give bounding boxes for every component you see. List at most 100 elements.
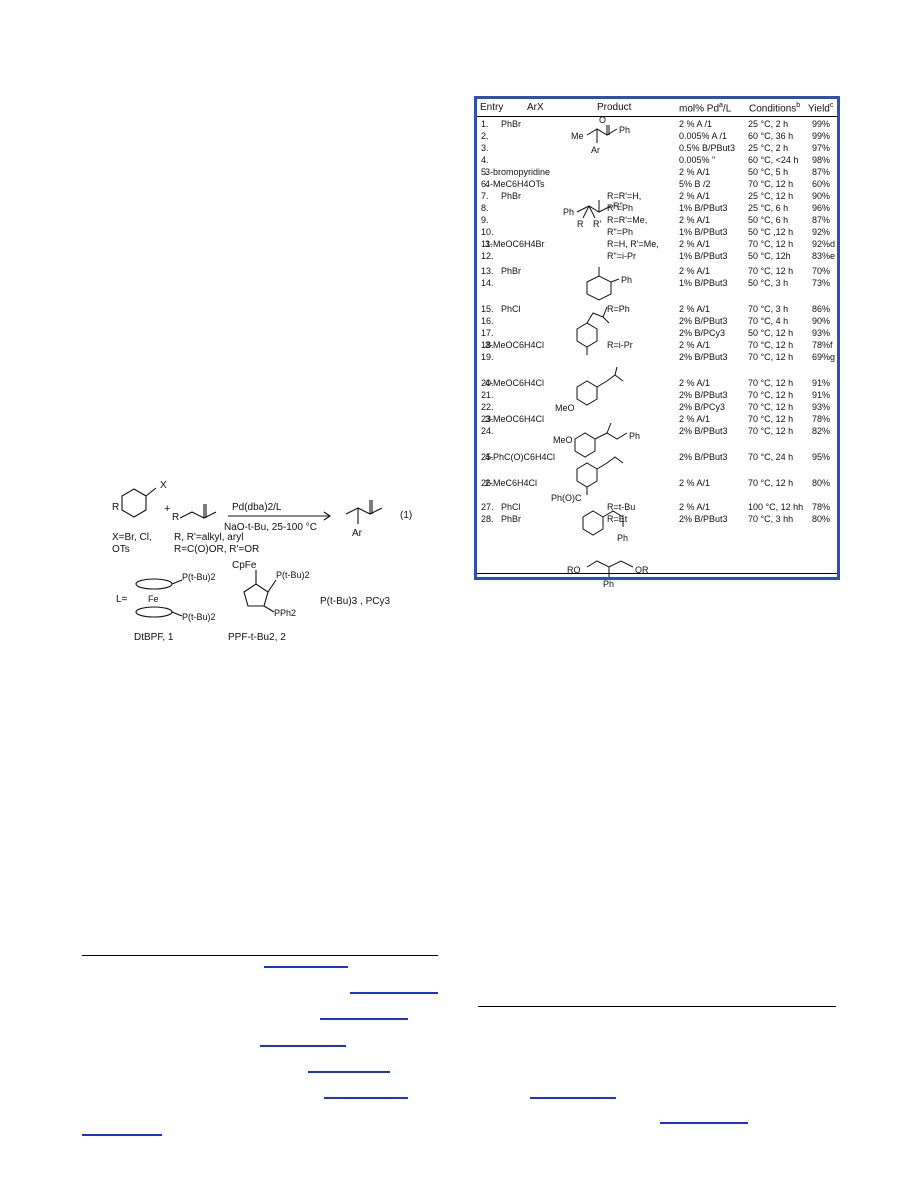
scheme-ppf-ptbu2: P(t-Bu)2 (276, 570, 310, 580)
row-conditions: 70 °C, 12 h (748, 266, 794, 276)
scheme-ppf: PPF-t-Bu2, 2 (228, 632, 286, 643)
row-entry: 10. (481, 227, 494, 237)
row-catalyst: 1% B/PBut3 (679, 203, 728, 213)
row-conditions: 60 °C, <24 h (748, 155, 799, 165)
row-entry: 14. (481, 278, 494, 288)
row-yield: 82% (812, 426, 831, 436)
header-yield: Yieldc (808, 102, 834, 115)
row-catalyst: 2 % A/1 (679, 414, 711, 424)
row-entry: 12. (481, 251, 494, 261)
row-arx: PhCl (501, 502, 521, 512)
row-catalyst: 0.005% A /1 (679, 131, 728, 141)
struct-meo-label: MeO (555, 403, 575, 413)
ref-link-7[interactable] (530, 1097, 616, 1099)
row-conditions: 70 °C, 12 h (748, 352, 794, 362)
row-catalyst: 2 % A/1 (679, 340, 711, 350)
ref-link-6[interactable] (324, 1097, 408, 1099)
struct-ph-label: Ph (619, 125, 630, 135)
row-entry: 13. (481, 266, 494, 276)
struct-ph-label-5: Ph (617, 533, 628, 543)
row-catalyst: 0.5% B/PBut3 (679, 143, 736, 153)
row-catalyst: 2% B/PBut3 (679, 316, 728, 326)
struct-ar-label: Ar (591, 145, 600, 155)
struct-o-label: O (599, 117, 606, 125)
row-substituent: R"=i-Pr (607, 251, 636, 261)
scheme-r-sub: R (112, 502, 119, 513)
row-substituent: R=Ph (607, 304, 630, 314)
row-conditions: 70 °C, 12 h (748, 179, 794, 189)
row-conditions: 70 °C, 12 h (748, 239, 794, 249)
row-catalyst: 2 % A/1 (679, 478, 711, 488)
struct-ph-label-2: Ph (563, 207, 574, 217)
struct-phoc-label: Ph(O)C (551, 493, 582, 503)
row-catalyst: 0.005% " (679, 155, 716, 165)
row-yield: 91% (812, 378, 831, 388)
footnote-rule-right (478, 1006, 836, 1007)
row-conditions: 50 °C ,12 h (748, 227, 794, 237)
row-arx: 4-PhC(O)C6H4Cl (485, 452, 556, 462)
ref-link-4[interactable] (260, 1045, 346, 1047)
row-catalyst: 1% B/PBut3 (679, 251, 728, 261)
row-entry: 1. (481, 119, 489, 129)
row-substituent: R"=Ph (607, 227, 633, 237)
row-conditions: 50 °C, 12h (748, 251, 791, 261)
ref-link-2[interactable] (350, 992, 438, 994)
row-conditions: 25 °C, 2 h (748, 119, 789, 129)
row-yield: 95% (812, 452, 831, 462)
scheme-reagent-top: Pd(dba)2/L (232, 502, 282, 513)
row-yield: 91% (812, 390, 831, 400)
row-entry: 17. (481, 328, 494, 338)
ref-link-1[interactable] (264, 966, 348, 968)
row-catalyst: 2 % A/1 (679, 239, 711, 249)
header-conditions: Conditionsb (749, 102, 801, 115)
row-entry: 15. (481, 304, 494, 314)
row-arx: PhCl (501, 304, 521, 314)
scheme-eq-number: (1) (400, 510, 412, 521)
struct-ph-label-6: Ph (603, 579, 614, 587)
reaction-scheme: R X + R Pd(dba)2/L NaO-t-Bu, 25-100 °C A… (112, 480, 412, 643)
row-entry: 24. (481, 426, 494, 436)
scheme-r-def1: R, R'=alkyl, aryl (174, 532, 243, 543)
row-catalyst: 2% B/PCy3 (679, 328, 726, 338)
row-substituent: R=R'=Me, (607, 215, 648, 225)
row-conditions: 70 °C, 24 h (748, 452, 794, 462)
row-arx: PhBr (501, 119, 522, 129)
scheme-ptbu2-bottom: P(t-Bu)2 (182, 612, 216, 622)
ref-link-9[interactable] (82, 1134, 162, 1136)
row-entry: 20. (481, 378, 494, 388)
row-catalyst: 2% B/PCy3 (679, 402, 726, 412)
row-conditions: 25 °C, 2 h (748, 143, 789, 153)
scheme-r-def2: R=C(O)OR, R'=OR (174, 544, 259, 555)
row-yield: 83%e (812, 251, 836, 261)
scheme-ligand-l: L= (116, 594, 128, 605)
row-conditions: 70 °C, 12 h (748, 478, 794, 488)
scheme-ptbu2-top: P(t-Bu)2 (182, 572, 216, 582)
row-substituent: R=i-Pr (607, 340, 633, 350)
row-substituent: R"=Ph (607, 203, 633, 213)
scheme-fe: Fe (148, 594, 159, 604)
row-arx: PhBr (501, 266, 522, 276)
ref-link-5[interactable] (308, 1071, 390, 1073)
row-entry: 2. (481, 131, 489, 141)
row-yield: 96% (812, 203, 831, 213)
row-arx: PhBr (501, 514, 522, 524)
scheme-plus: + (164, 503, 170, 515)
row-catalyst: 2 % A/1 (679, 191, 711, 201)
struct-rpp-label: R" (613, 201, 623, 211)
row-conditions: 70 °C, 3 hh (748, 514, 794, 524)
row-arx: 2-MeC6H4Cl (485, 478, 538, 488)
ref-link-8[interactable] (660, 1122, 748, 1124)
row-entry: 19. (481, 352, 494, 362)
ref-link-3[interactable] (320, 1018, 408, 1020)
